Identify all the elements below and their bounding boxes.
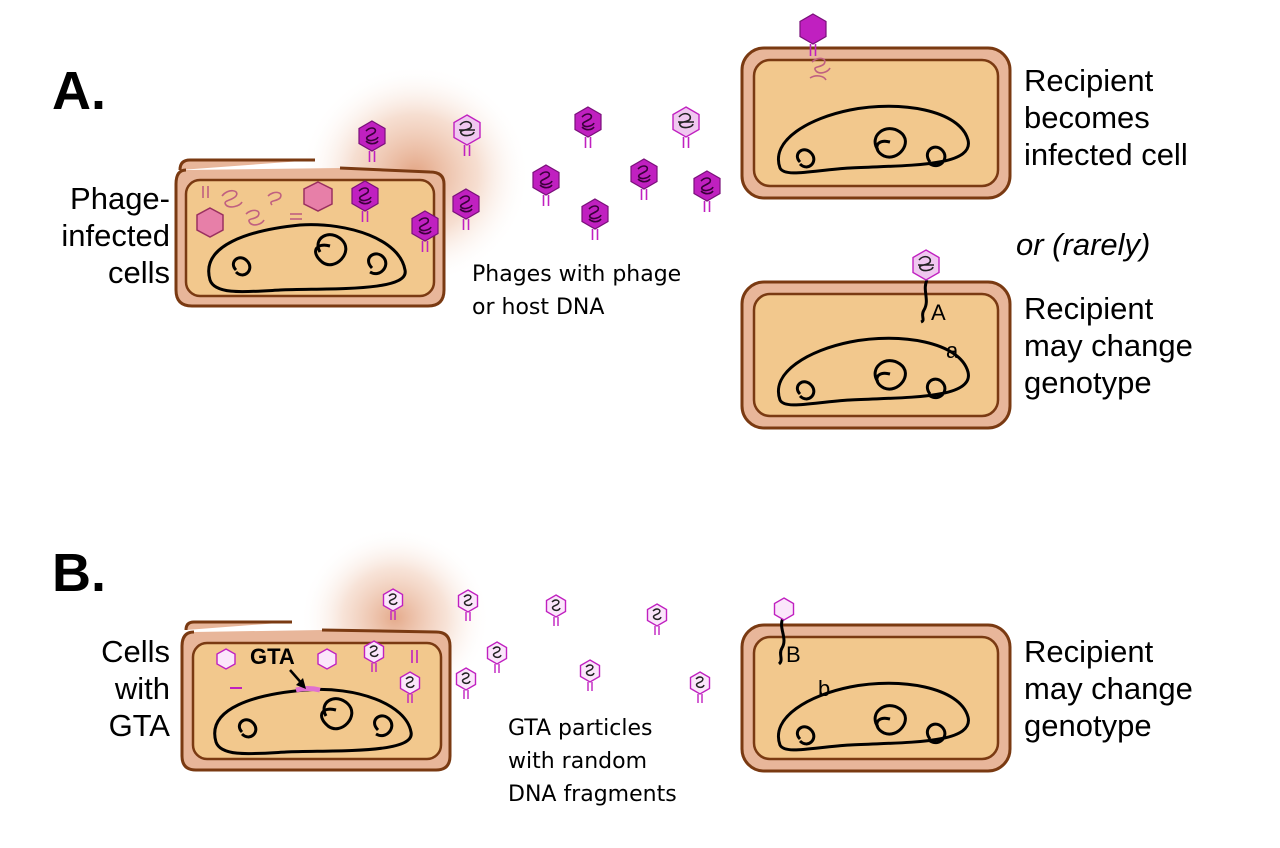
phage-particle-icon [532,164,560,207]
phage-infected-cells-label: Phage- infected cells [61,181,170,290]
donor-allele-a: A [931,300,946,325]
cells-with-gta-label: Cells with GTA [101,634,170,743]
recipient-cell-transduced [740,279,1012,430]
empty-capsid-icon [317,648,337,670]
dna-chromosome-icon [776,336,970,407]
gta-particle-icon [455,667,477,700]
gta-particle-icon [545,594,567,627]
phages-caption: Phages with phage or host DNA [472,262,682,320]
gta-label: GTA [250,644,295,669]
donor-allele-b: B [786,642,801,667]
phage-particle-icon [672,106,700,149]
recipient-cell-infected [740,46,1012,200]
gta-producing-cell [180,620,452,772]
dna-chromosome-icon [213,687,413,756]
empty-capsid-icon [216,648,236,670]
gta-particle-icon [689,671,711,704]
recipient-genotype-label-b: Recipient may change genotype [1024,634,1193,743]
panel-b-letter: B. [52,543,106,603]
recipient-infected-label: Recipient becomes infected cell [1024,63,1188,172]
gta-particles-caption: GTA particles with random DNA fragments [508,716,677,807]
dna-chromosome-icon [776,681,970,752]
phage-infected-cell [174,158,446,308]
recipient-cell-gta [740,617,1012,773]
phage-particle-icon [574,106,602,149]
dna-chromosome-icon [207,223,407,294]
recipient-genotype-label-a: Recipient may change genotype [1024,291,1193,400]
recipient-allele-a: a [946,338,959,363]
gta-particle-icon [486,641,508,674]
phage-particle-icon [581,198,609,241]
gta-particle-icon [646,603,668,636]
phage-particle-icon [799,13,827,56]
recipient-allele-b: b [818,676,831,701]
phage-particle-icon [630,158,658,201]
panel-a-letter: A. [52,61,106,121]
gta-particle-icon [773,597,795,621]
empty-capsid-icon [303,181,333,212]
or-rarely-label: or (rarely) [1016,227,1151,262]
empty-capsid-icon [196,207,224,238]
dna-chromosome-icon [776,104,970,175]
phage-particle-icon [912,249,940,281]
gta-particle-icon [579,659,601,692]
phage-particle-icon [693,170,721,213]
